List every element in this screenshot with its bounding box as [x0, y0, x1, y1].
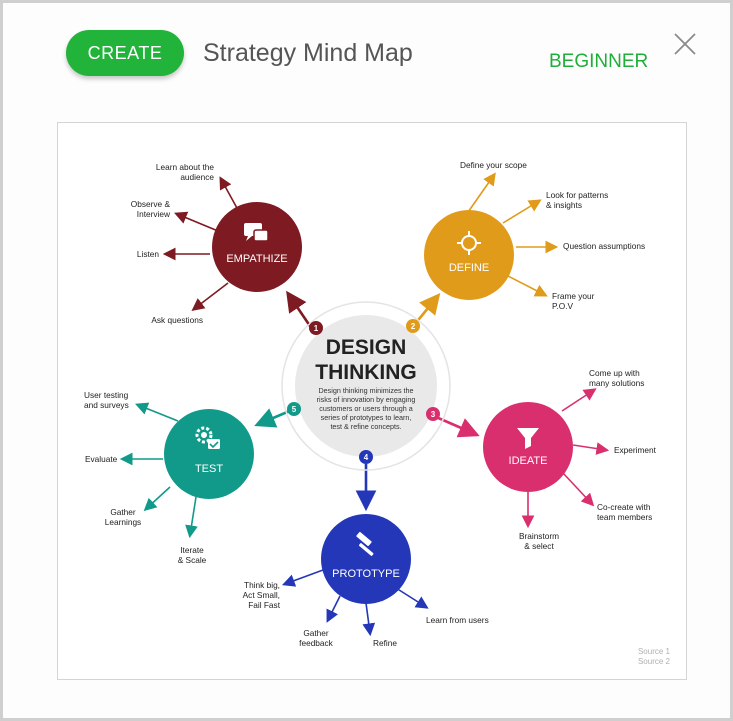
- gears-check-icon: [195, 426, 220, 449]
- leaf-label: Ask questions: [151, 315, 203, 325]
- center-desc-line: risks of innovation by engaging: [317, 395, 416, 404]
- arrow-to-define: [413, 292, 441, 325]
- leaf-label: Gather: [303, 628, 329, 638]
- step-3-number: 3: [431, 410, 436, 419]
- arrow-to-test: [254, 408, 293, 428]
- center-desc-line: Design thinking minimizes the: [318, 386, 413, 395]
- crosshair-icon: [457, 231, 481, 255]
- close-icon[interactable]: [673, 32, 697, 56]
- test-node: TEST: [164, 409, 254, 499]
- source-link[interactable]: Source 2: [638, 657, 671, 666]
- leaf-label: Evaluate: [85, 454, 118, 464]
- step-2-number: 2: [411, 322, 416, 331]
- step-4-badge: [359, 450, 373, 464]
- page-title: Strategy Mind Map: [203, 39, 413, 67]
- leaf-label: Learn from users: [426, 615, 489, 625]
- center-desc-line: test & refine concepts.: [330, 422, 401, 431]
- center-title-line2: THINKING: [315, 361, 417, 384]
- empathize-node: EMPATHIZE: [212, 202, 302, 292]
- step-4-number: 4: [364, 453, 369, 462]
- leaf-label: P.O.V: [552, 301, 574, 311]
- leaf-label: Define your scope: [460, 160, 527, 170]
- leaf-label: Look for patterns: [546, 190, 608, 200]
- empathize-label: EMPATHIZE: [226, 253, 287, 265]
- step-2-badge: [406, 319, 420, 333]
- leaf-label: Iterate: [180, 545, 204, 555]
- source-link[interactable]: Source 1: [638, 647, 671, 656]
- mind-map-canvas: DESIGN THINKING Design thinking minimize…: [57, 122, 687, 680]
- define-label: DEFINE: [449, 262, 489, 274]
- leaf-label: Frame your: [552, 291, 595, 301]
- leaf-label: Question assumptions: [563, 241, 645, 251]
- leaf-label: Co-create with: [597, 502, 651, 512]
- leaf-label: Learn about the: [156, 162, 215, 172]
- design-thinking-diagram: DESIGN THINKING Design thinking minimize…: [84, 160, 671, 666]
- leaf-label: team members: [597, 512, 652, 522]
- test-branch: [119, 402, 198, 539]
- center-desc-line: series of prototypes to learn,: [321, 413, 412, 422]
- leaf-label: many solutions: [589, 378, 644, 388]
- leaf-label: Come up with: [589, 368, 640, 378]
- chat-bubbles-icon: [244, 223, 269, 242]
- arrow-to-ideate: [435, 415, 480, 438]
- leaf-label: User testing: [84, 390, 129, 400]
- arrow-to-empathize: [286, 290, 312, 327]
- leaf-label: Observe &: [131, 199, 171, 209]
- prototype-branch: [281, 569, 429, 637]
- prototype-node: PROTOTYPE: [321, 514, 411, 604]
- leaf-label: & select: [524, 541, 554, 551]
- ideate-branch: [521, 388, 610, 529]
- prototype-label: PROTOTYPE: [332, 568, 400, 580]
- step-5-badge: [287, 402, 301, 416]
- leaf-label: Listen: [137, 249, 160, 259]
- center-outer-ring: [281, 301, 451, 471]
- step-1-number: 1: [314, 324, 319, 333]
- center-title-line1: DESIGN: [326, 336, 407, 359]
- step-1-badge: [309, 321, 323, 335]
- test-label: TEST: [195, 463, 223, 475]
- leaf-label: Refine: [373, 638, 397, 648]
- step-3-badge: [426, 407, 440, 421]
- step-5-number: 5: [292, 405, 297, 414]
- ideate-label: IDEATE: [509, 455, 548, 467]
- leaf-label: audience: [180, 172, 214, 182]
- leaf-label: Fail Fast: [248, 600, 281, 610]
- leaf-label: & insights: [546, 200, 582, 210]
- leaf-label: feedback: [299, 638, 334, 648]
- hammer-icon: [356, 531, 374, 556]
- leaf-label: Think big,: [244, 580, 280, 590]
- define-branch: [465, 172, 559, 297]
- ideate-node: IDEATE: [483, 402, 573, 492]
- leaf-label: Act Small,: [243, 590, 280, 600]
- leaf-label: Experiment: [614, 445, 657, 455]
- leaf-label: Learnings: [105, 517, 141, 527]
- center-circle: [295, 315, 437, 457]
- create-button[interactable]: CREATE: [66, 30, 184, 76]
- center-desc-line: customers or users through a: [319, 404, 412, 413]
- leaf-label: Interview: [137, 209, 171, 219]
- leaf-label: & Scale: [178, 555, 207, 565]
- define-node: DEFINE: [424, 210, 514, 300]
- leaf-label: Brainstorm: [519, 531, 559, 541]
- leaf-label: and surveys: [84, 400, 129, 410]
- funnel-icon: [517, 428, 539, 449]
- leaf-label: Gather: [110, 507, 136, 517]
- difficulty-level: BEGINNER: [549, 51, 649, 72]
